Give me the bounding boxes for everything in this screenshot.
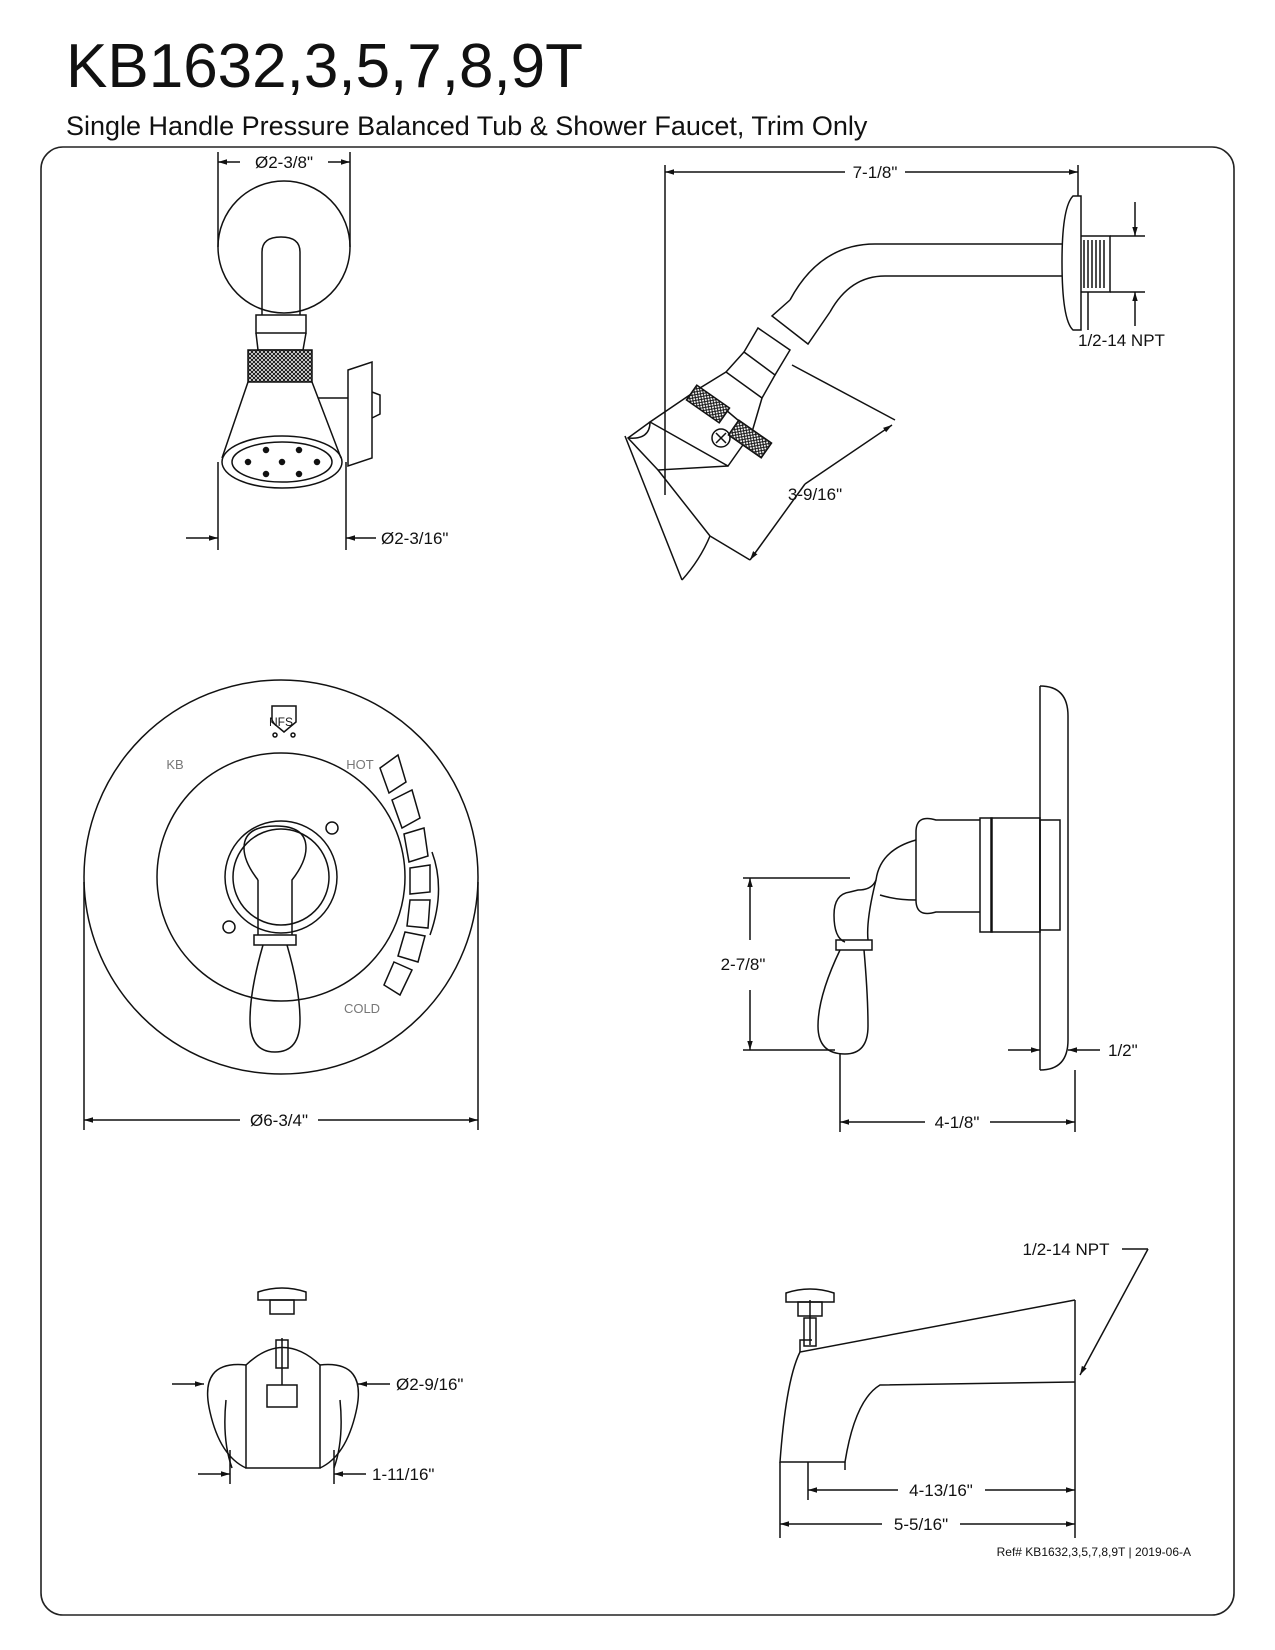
showerhead-front-view: [217, 180, 381, 489]
valve-side-view: [817, 685, 1069, 1071]
valve-side-dims: [743, 877, 1100, 1132]
handle-height-label: 2-7/8": [721, 955, 766, 974]
nfs-logo-text: NFS: [269, 715, 293, 729]
plate-diameter-label: Ø6-3/4": [250, 1111, 308, 1130]
escutcheon-thickness-label: 1/2": [1108, 1041, 1138, 1060]
valve-front-dims: [83, 882, 479, 1130]
spout-width-label: 1-11/16": [372, 1465, 434, 1484]
showerhead-side-view: [624, 195, 1111, 581]
flange-diameter-label: Ø2-3/8": [255, 153, 313, 172]
handle-projection-label: 4-1/8": [935, 1113, 980, 1132]
brand-label: KB: [166, 757, 183, 772]
showerhead-front-dims: [186, 152, 376, 550]
reference-number: Ref# KB1632,3,5,7,8,9T | 2019-06-A: [997, 1545, 1191, 1559]
product-description: Single Handle Pressure Balanced Tub & Sh…: [66, 111, 868, 141]
head-diameter-label: Ø2-3/16": [381, 529, 448, 548]
spout-short-length-label: 4-13/16": [909, 1481, 973, 1500]
spout-diameter-label: Ø2-9/16": [396, 1375, 463, 1394]
hot-label: HOT: [346, 757, 374, 772]
cold-label: COLD: [344, 1001, 380, 1016]
valve-front-view: [83, 679, 479, 1075]
showerhead-side-dims: [664, 165, 1145, 561]
head-length-label: 3-9/16": [788, 485, 842, 504]
model-title: KB1632,3,5,7,8,9T: [66, 32, 584, 101]
drawing-border: [40, 146, 1235, 1616]
spout-thread-label: 1/2-14 NPT: [1023, 1240, 1110, 1259]
spout-side-view: [779, 1288, 1076, 1470]
spout-long-length-label: 5-5/16": [894, 1515, 948, 1534]
shower-thread-label: 1/2-14 NPT: [1078, 331, 1165, 350]
spout-side-dims: [779, 1248, 1149, 1538]
spout-front-view: [206, 1287, 360, 1469]
spout-front-dims: [172, 1381, 390, 1484]
arm-length-label: 7-1/8": [853, 163, 898, 182]
